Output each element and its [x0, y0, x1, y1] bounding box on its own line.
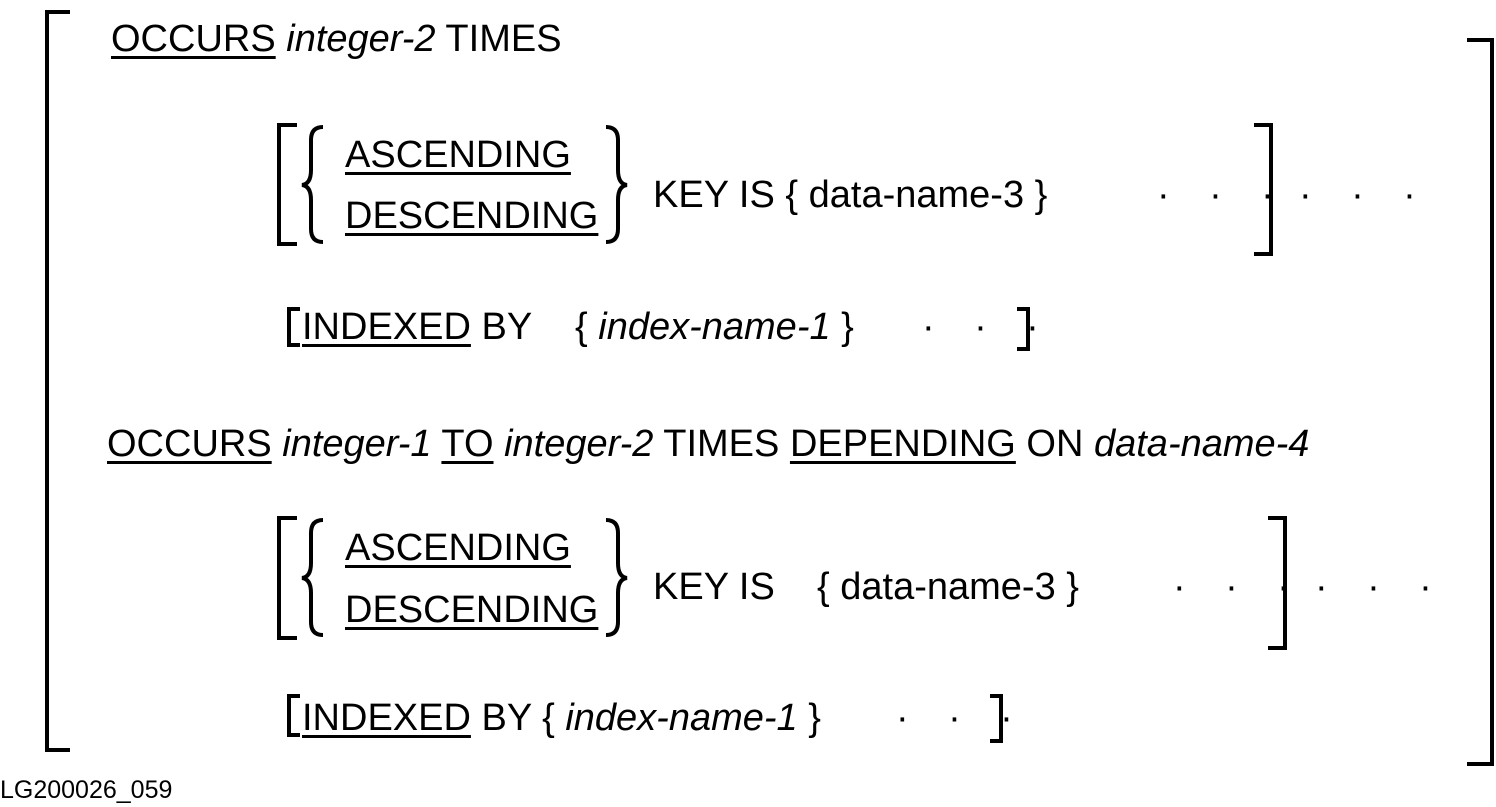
- fixed-index-name-group: { index-name-1 }: [575, 308, 854, 346]
- fixed-key-left-bracket: [277, 123, 297, 246]
- variable-key-left-bracket: [277, 516, 297, 640]
- variable-max-count: integer-2: [504, 423, 654, 465]
- variable-min-count: integer-1: [282, 423, 432, 465]
- fixed-descending-keyword: DESCENDING: [345, 195, 599, 237]
- fixed-ascending-keyword: ASCENDING: [345, 134, 571, 176]
- variable-times-keyword: TIMES: [663, 423, 780, 465]
- variable-depending-keyword: DEPENDING: [789, 423, 1016, 465]
- variable-key-data-name-group: { data-name-3 }: [817, 568, 1079, 606]
- fixed-index-close-brace: }: [841, 306, 854, 348]
- variable-occurs-keyword: OCCURS: [107, 423, 272, 465]
- variable-key-is-line: KEY IS: [653, 568, 775, 606]
- fixed-indexed-right-bracket: [1017, 307, 1030, 351]
- fixed-by-keyword: BY: [481, 306, 533, 348]
- fixed-times-keyword: TIMES: [445, 18, 562, 60]
- fixed-key-right-bracket: [1254, 123, 1273, 256]
- variable-ascending-keyword: ASCENDING: [345, 527, 571, 569]
- variable-indexed-left-bracket: [287, 694, 300, 737]
- variable-indexed-line: INDEXED BY { index-name-1 }: [302, 699, 821, 737]
- variable-key-inner-ellipsis: · · ·: [1173, 566, 1305, 608]
- fixed-indexed-keyword: INDEXED: [302, 306, 471, 348]
- outer-right-bracket: [1467, 38, 1494, 766]
- variable-key-is-keyword: KEY IS: [653, 566, 775, 608]
- fixed-count: integer-2: [286, 18, 436, 60]
- variable-index-open-brace: {: [542, 697, 555, 739]
- fixed-key-data-name: { data-name-3 }: [785, 174, 1048, 216]
- fixed-occurs-line: OCCURS integer-2 TIMES: [111, 20, 562, 58]
- variable-key-left-brace: [301, 518, 324, 637]
- fixed-index-open-brace: {: [575, 306, 588, 348]
- fixed-indexed-left-bracket: [287, 307, 300, 347]
- fixed-key-right-brace: [605, 125, 628, 244]
- variable-descending-keyword: DESCENDING: [345, 589, 599, 631]
- fixed-key-left-brace: [301, 125, 324, 244]
- variable-key-right-brace: [605, 518, 628, 637]
- figure-id: LG200026_059: [0, 776, 173, 804]
- variable-depending-data-name: data-name-4: [1093, 423, 1310, 465]
- fixed-key-outer-ellipsis: · · ·: [1299, 174, 1431, 216]
- variable-indexed-keyword: INDEXED: [302, 697, 471, 739]
- outer-left-bracket: [45, 10, 70, 752]
- variable-occurs-line: OCCURS integer-1 TO integer-2 TIMES DEPE…: [107, 425, 1309, 463]
- fixed-key-inner-ellipsis: · · ·: [1157, 174, 1289, 216]
- fixed-occurs-keyword: OCCURS: [111, 18, 276, 60]
- fixed-index-ellipsis: · · ·: [922, 306, 1054, 348]
- fixed-indexed-line: INDEXED BY: [302, 308, 532, 346]
- variable-on-keyword: ON: [1026, 423, 1084, 465]
- variable-index-name: index-name-1: [565, 697, 798, 739]
- variable-key-right-bracket: [1268, 516, 1287, 650]
- variable-index-close-brace: }: [808, 697, 821, 739]
- fixed-key-is-keyword: KEY IS: [653, 174, 775, 216]
- variable-indexed-right-bracket: [990, 694, 1003, 743]
- variable-to-keyword: TO: [441, 423, 494, 465]
- variable-key-outer-ellipsis: · · ·: [1315, 566, 1447, 608]
- variable-by-keyword: BY: [481, 697, 532, 739]
- variable-key-data-name: { data-name-3 }: [817, 566, 1079, 608]
- fixed-index-name: index-name-1: [598, 306, 831, 348]
- variable-index-ellipsis: · · ·: [896, 697, 1028, 739]
- fixed-key-is-line: KEY IS { data-name-3 }: [653, 176, 1047, 214]
